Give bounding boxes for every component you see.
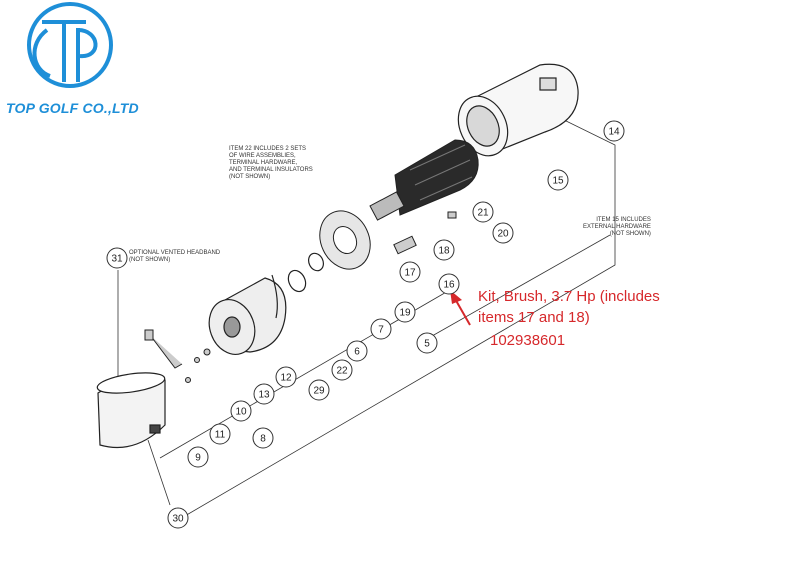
part-label-circle-6 xyxy=(346,340,368,362)
vented-headband xyxy=(96,372,166,449)
note-item-31: OPTIONAL VENTED HEADBAND (NOT SHOWN) xyxy=(129,250,221,263)
part-label-14: 14 xyxy=(608,127,620,138)
part-label-12: 12 xyxy=(280,373,292,384)
part-label-circle-30 xyxy=(167,507,189,529)
part-label-29: 29 xyxy=(313,386,325,397)
motor-housing xyxy=(457,63,579,157)
part-label-circle-8 xyxy=(252,427,274,449)
end-cap xyxy=(208,274,287,355)
part-label-15: 15 xyxy=(552,176,564,187)
part-label-circle-13 xyxy=(253,383,275,405)
part-label-circle-15 xyxy=(547,169,569,191)
part-label-circle-7 xyxy=(370,318,392,340)
part-label-5: 5 xyxy=(424,339,430,350)
note-item-22: ITEM 22 INCLUDES 2 SETS OF WIRE ASSEMBLI… xyxy=(229,146,313,180)
part-label-circle-19 xyxy=(394,301,416,323)
company-name: TOP GOLF CO.,LTD xyxy=(6,100,139,116)
callout-line-2: items 17 and 18) xyxy=(478,309,590,326)
small-hardware xyxy=(144,329,211,383)
part-label-11: 11 xyxy=(215,430,226,441)
part-label-20: 20 xyxy=(497,229,509,240)
brush-assembly xyxy=(393,211,457,255)
part-label-30: 30 xyxy=(172,514,184,525)
company-logo-icon xyxy=(27,2,113,88)
part-label-circle-18 xyxy=(433,239,455,261)
armature xyxy=(369,139,479,221)
part-label-circle-17 xyxy=(399,261,421,283)
part-labels: 14 15 21 20 18 17 16 19 7 6 5 22 29 12 13 10 11 8 9 31 30 xyxy=(106,120,625,529)
part-label-circle-10 xyxy=(230,400,252,422)
part-label-18: 18 xyxy=(438,246,450,257)
part-label-circle-21 xyxy=(472,201,494,223)
bearing-ring xyxy=(287,252,324,293)
part-label-circle-11 xyxy=(209,423,231,445)
part-label-circle-12 xyxy=(275,366,297,388)
part-label-circle-16 xyxy=(438,273,460,295)
part-label-circle-20 xyxy=(492,222,514,244)
part-label-22: 22 xyxy=(336,366,348,377)
brush-kit-callout: Kit, Brush, 3.7 Hp (includes items 17 an… xyxy=(478,286,660,351)
part-label-8: 8 xyxy=(260,434,266,445)
part-label-21: 21 xyxy=(477,208,489,219)
brush-holder xyxy=(319,210,371,270)
part-label-circle-14 xyxy=(603,120,625,142)
part-label-6: 6 xyxy=(354,347,360,358)
part-label-9: 9 xyxy=(195,453,201,464)
part-label-circle-31 xyxy=(106,247,128,269)
part-label-17: 17 xyxy=(404,268,416,279)
part-label-circle-22 xyxy=(331,359,353,381)
part-label-19: 19 xyxy=(399,308,411,319)
callout-line-1: Kit, Brush, 3.7 Hp (includes xyxy=(478,288,660,305)
part-label-circle-5 xyxy=(416,332,438,354)
callout-part-number: 102938601 xyxy=(490,332,566,349)
part-label-circle-9 xyxy=(187,446,209,468)
part-label-16: 16 xyxy=(443,280,455,291)
part-label-10: 10 xyxy=(235,407,247,418)
part-label-31: 31 xyxy=(111,254,123,265)
part-label-7: 7 xyxy=(378,325,384,336)
part-label-13: 13 xyxy=(258,390,270,401)
note-item-15: ITEM 15 INCLUDES EXTERNAL HARDWARE (NOT … xyxy=(583,217,651,237)
part-label-circle-29 xyxy=(308,379,330,401)
